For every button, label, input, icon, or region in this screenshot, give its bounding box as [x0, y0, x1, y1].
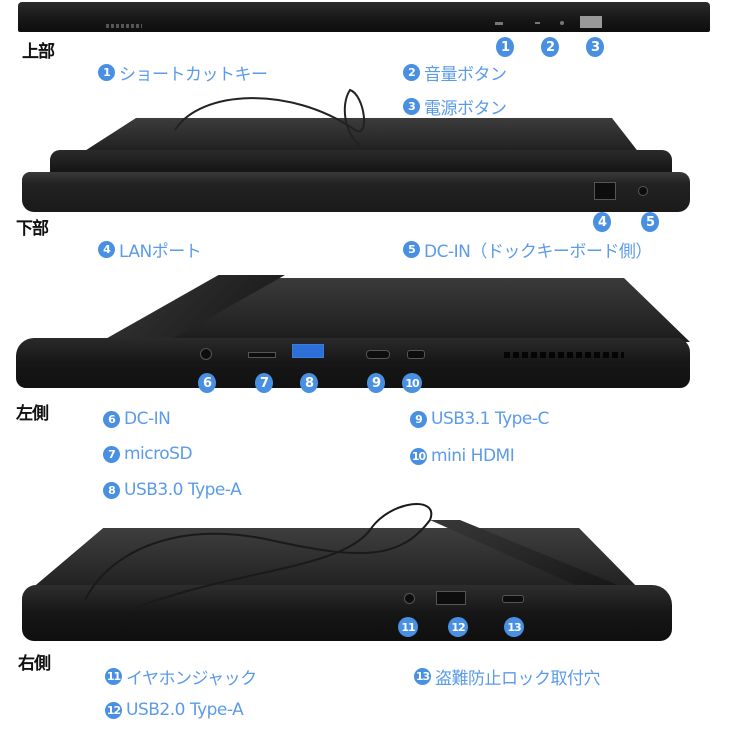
number-badge: 5	[403, 241, 420, 258]
label-text: mini HDMI	[431, 446, 515, 466]
label-dc-in-dock: 5 DC-IN（ドックキーボード側）	[403, 237, 652, 262]
power-button	[580, 16, 602, 28]
section-title-right: 右側	[18, 654, 51, 674]
callout-10: 10	[402, 373, 422, 393]
usb-c-port	[366, 350, 390, 359]
device-bottom-upper	[50, 150, 672, 176]
number-badge: 10	[410, 447, 427, 465]
label-lan-port: 4 LANポート	[98, 237, 202, 262]
dc-in-port	[638, 186, 648, 196]
number-badge: 9	[410, 410, 427, 428]
callout-8: 8	[300, 373, 318, 393]
callout-2: 2	[541, 37, 559, 57]
label-security-lock: 13 盗難防止ロック取付穴	[414, 664, 601, 689]
label-shortcut-key: 1 ショートカットキー	[98, 60, 268, 85]
number-badge: 13	[414, 668, 431, 685]
label-volume-button: 2 音量ボタン	[403, 60, 507, 85]
label-text: USB3.0 Type-A	[124, 480, 242, 500]
callout-5: 5	[641, 212, 659, 232]
vent	[504, 352, 624, 358]
label-text: LANポート	[119, 242, 202, 262]
number-badge: 12	[105, 701, 122, 719]
device-top-view	[18, 2, 710, 32]
label-text: ショートカットキー	[119, 65, 268, 85]
callout-13: 13	[504, 617, 524, 637]
label-text: イヤホンジャック	[126, 669, 257, 689]
callout-4: 4	[593, 212, 611, 232]
number-badge: 8	[103, 481, 120, 499]
callout-11: 11	[398, 617, 418, 637]
label-text: USB2.0 Type-A	[126, 700, 244, 720]
number-badge: 11	[105, 668, 122, 685]
device-right-view	[22, 585, 672, 641]
callout-6: 6	[198, 373, 216, 393]
usb2-port	[436, 591, 466, 605]
callout-1: 1	[496, 37, 514, 57]
device-lid	[80, 118, 640, 154]
label-text: 盗難防止ロック取付穴	[435, 669, 601, 689]
label-text: DC-IN	[124, 409, 171, 429]
label-text: DC-IN（ドックキーボード側）	[424, 242, 652, 262]
volume-button	[535, 22, 540, 24]
number-badge: 6	[103, 410, 120, 428]
section-title-bottom: 下部	[16, 219, 49, 239]
device-bottom-view	[22, 172, 690, 212]
label-text: USB3.1 Type-C	[431, 409, 549, 429]
label-text: 音量ボタン	[424, 65, 507, 85]
label-usb2-type-a: 12 USB2.0 Type-A	[105, 700, 244, 720]
mini-hdmi-port	[407, 350, 425, 359]
vent	[106, 24, 142, 28]
number-badge: 7	[103, 445, 120, 463]
shortcut-key	[495, 22, 503, 25]
label-usb3-type-a: 8 USB3.0 Type-A	[103, 480, 242, 500]
callout-12: 12	[448, 617, 468, 637]
label-mini-hdmi: 10 mini HDMI	[410, 446, 515, 466]
number-badge: 1	[98, 64, 115, 81]
label-microsd: 7 microSD	[103, 444, 193, 464]
device-left-view	[16, 338, 690, 388]
number-badge: 2	[403, 64, 420, 81]
security-lock-slot	[502, 595, 524, 603]
number-badge: 4	[98, 241, 115, 258]
label-text: microSD	[124, 444, 193, 464]
usb3-port	[292, 344, 324, 358]
dc-in-port	[200, 348, 212, 360]
number-badge: 3	[403, 98, 420, 115]
label-earphone-jack: 11 イヤホンジャック	[105, 664, 257, 689]
microsd-slot	[248, 352, 276, 358]
label-power-button: 3 電源ボタン	[403, 94, 507, 119]
earphone-jack	[404, 593, 415, 604]
callout-9: 9	[367, 373, 385, 393]
callout-7: 7	[255, 373, 273, 393]
volume-button-dot	[560, 21, 564, 25]
section-title-top: 上部	[22, 42, 55, 62]
label-dc-in: 6 DC-IN	[103, 409, 171, 429]
section-title-left: 左側	[16, 404, 49, 424]
lan-port	[594, 182, 616, 200]
label-usb31-type-c: 9 USB3.1 Type-C	[410, 409, 549, 429]
label-text: 電源ボタン	[424, 99, 507, 119]
callout-3: 3	[586, 37, 604, 57]
